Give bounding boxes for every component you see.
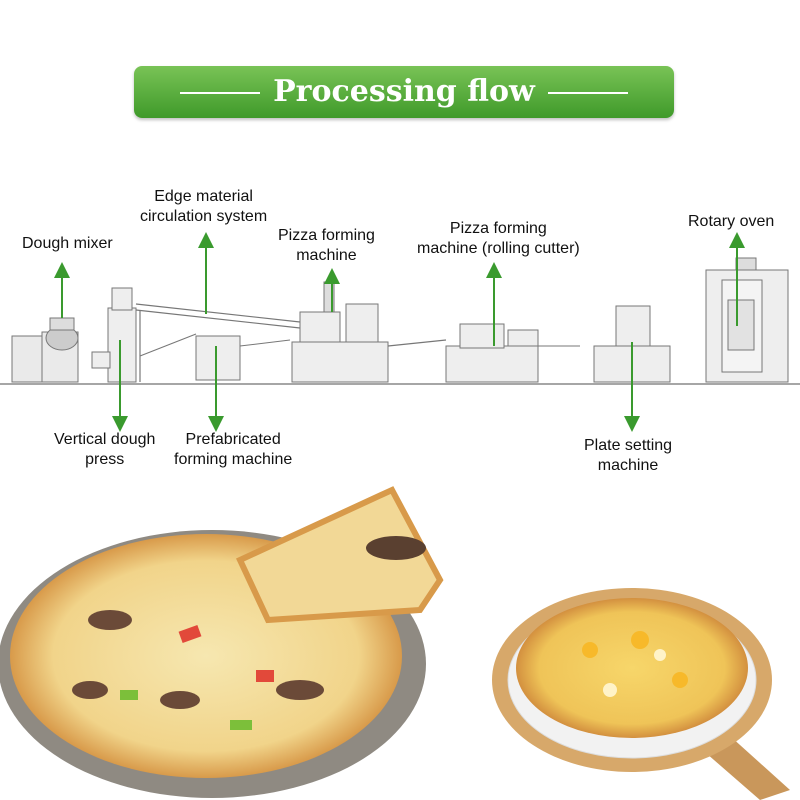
prefabricated-forming-machine (139, 333, 291, 381)
label-vertical-press-line1: Vertical dough (54, 431, 156, 448)
pizza-photo-right (492, 588, 790, 800)
banner-right-rule (548, 92, 628, 94)
label-vertical-dough-press: Vertical dough press (54, 430, 155, 470)
label-pizza-forming-line1: Pizza forming (278, 227, 375, 244)
label-vertical-press-line2: press (85, 451, 125, 468)
label-pizza-forming-rolling-cutter: Pizza forming machine (rolling cutter) (417, 219, 580, 259)
label-prefab-line2: forming machine (174, 451, 293, 468)
label-pizza-forming-line2: machine (296, 247, 357, 264)
pizza-photo-left (0, 486, 444, 798)
banner-title: Processing flow (273, 74, 535, 109)
label-prefabricated-forming-machine: Prefabricated forming machine (174, 430, 292, 470)
dough-mixer-machine (11, 317, 79, 383)
label-pizza-forming-machine: Pizza forming machine (278, 226, 375, 266)
label-edge-material-line1: Edge material (154, 188, 253, 205)
label-dough-mixer: Dough mixer (22, 235, 113, 252)
banner-left-rule (180, 92, 260, 94)
label-rolling-cutter-line1: Pizza forming (449, 220, 547, 237)
rolling-cutter-machine (445, 323, 580, 383)
rotary-oven-machine (705, 257, 789, 383)
transfer-conveyor (387, 339, 447, 347)
label-edge-material-line2: circulation system (140, 208, 268, 225)
label-plate-setting-line2: machine (597, 457, 659, 474)
label-rotary-oven: Rotary oven (688, 213, 775, 230)
vertical-dough-press-machine (91, 287, 137, 383)
edge-material-conveyor (135, 303, 301, 382)
label-rolling-cutter-line2: machine (rolling cutter) (417, 240, 580, 257)
label-edge-material-system: Edge material circulation system (140, 187, 267, 227)
pizza-forming-machine (291, 281, 389, 383)
label-prefab-line1: Prefabricated (185, 431, 281, 448)
flow-arrows (54, 232, 745, 432)
label-plate-setting-machine: Plate setting machine (584, 436, 672, 476)
label-plate-setting-line1: Plate setting (584, 437, 673, 454)
processing-flow-banner: Processing flow (134, 66, 674, 118)
